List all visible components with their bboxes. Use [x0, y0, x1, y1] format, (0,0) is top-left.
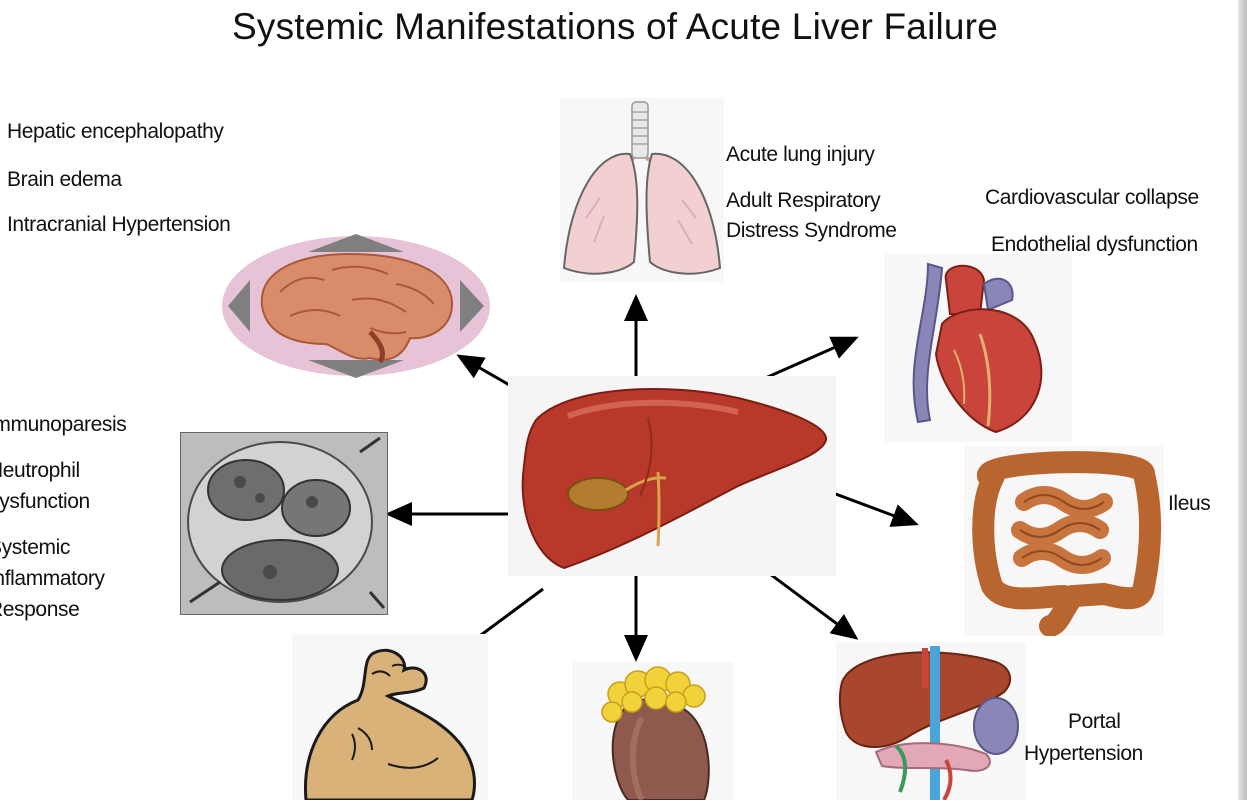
- kidney-icon: [572, 662, 734, 800]
- label-distress-syndrome: Distress Syndrome: [726, 219, 897, 242]
- heart-icon: [884, 254, 1072, 442]
- label-acute-lung-injury: Acute lung injury: [726, 143, 875, 166]
- neutrophil-micrograph-icon: [180, 432, 388, 615]
- label-systemic: Systemic: [0, 536, 70, 559]
- liver-icon: [508, 376, 836, 576]
- label-hypertension: Hypertension: [1024, 742, 1143, 765]
- label-intracranial-hypertension: Intracranial Hypertension: [7, 213, 231, 236]
- label-inflammatory: Inflammatory: [0, 567, 105, 590]
- intestine-icon: [964, 446, 1164, 636]
- muscle-icon: [292, 634, 488, 800]
- label-ileus: Ileus: [1168, 492, 1211, 515]
- label-neutrophil: Neutrophil: [0, 459, 80, 482]
- label-adult-respiratory: Adult Respiratory: [726, 189, 881, 212]
- portal-liver-icon: [836, 642, 1026, 800]
- label-endothelial-dysfunction: Endothelial dysfunction: [991, 233, 1198, 256]
- label-brain-edema: Brain edema: [7, 168, 122, 191]
- window-edge: [1238, 0, 1247, 800]
- page-title: Systemic Manifestations of Acute Liver F…: [232, 6, 998, 47]
- label-hepatic-encephalopathy: Hepatic encephalopathy: [7, 120, 224, 143]
- label-portal: Portal: [1068, 710, 1121, 733]
- brain-icon: [222, 234, 490, 378]
- label-response: Response: [0, 598, 80, 621]
- label-dysfunction: dysfunction: [0, 490, 90, 513]
- lungs-icon: [560, 98, 724, 282]
- label-immunoparesis: Immunoparesis: [0, 413, 127, 436]
- label-cardiovascular-collapse: Cardiovascular collapse: [985, 186, 1199, 209]
